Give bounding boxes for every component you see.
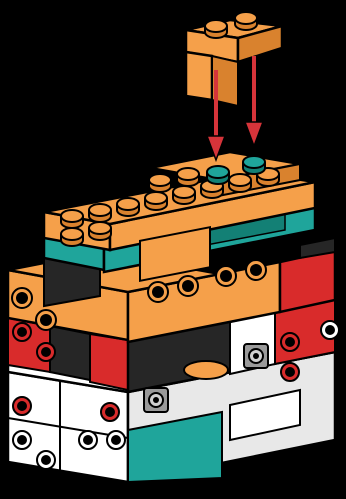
arrow-right: [245, 56, 263, 146]
bottom-orange-piece: [184, 361, 228, 379]
floating-bracket-piece: [186, 12, 282, 106]
